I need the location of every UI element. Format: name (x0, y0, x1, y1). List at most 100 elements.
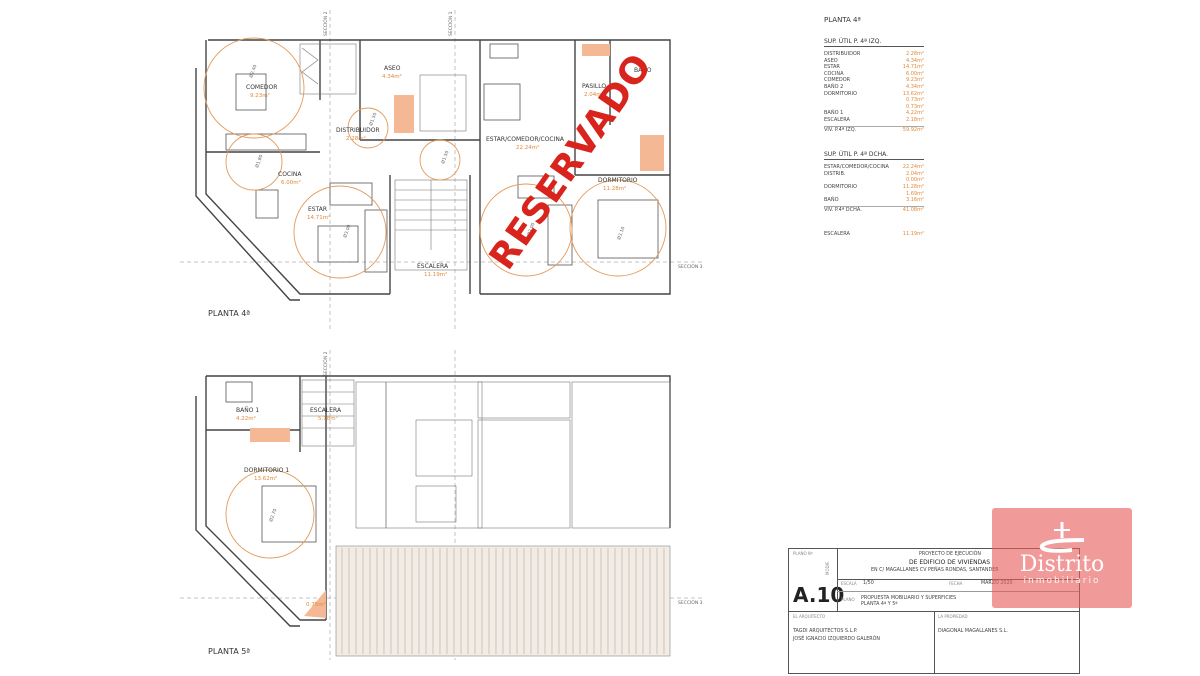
section-2-label: SECCIÓN 2 (322, 11, 329, 36)
closet-fill-corner (304, 590, 326, 618)
closet-fill (394, 95, 414, 133)
room-area: 4.22m² (236, 415, 256, 422)
logo-name: Distrito (1019, 552, 1105, 577)
surface-row-value: 2.04m² (905, 170, 924, 177)
plano-label: PLANO Nº (793, 551, 813, 556)
section-3-label: SECCIÓN 3 (678, 599, 703, 606)
surface-row-value: 2.18m² (905, 116, 924, 123)
surface-row-value: 11.28m² (902, 183, 924, 190)
logo-sub: inmobiliario (1023, 576, 1101, 586)
reservado-watermark: RESERVADO (482, 46, 661, 277)
total-value: 59.92m² (902, 126, 924, 133)
room-area: 6.00m² (281, 179, 301, 186)
surface-row-value: 2.28m² (905, 51, 924, 57)
project-line-3: EN C/ MAGALLANES CV PEÑAS RONDAS, SANTAN… (871, 568, 999, 573)
surface-row-name: DORMITORIO (824, 183, 857, 190)
room-name: ESCALERA (417, 263, 449, 270)
plan-title: PLANTA 5ª (208, 647, 250, 656)
room-area: 22.24m² (516, 144, 539, 151)
surface-row-value: 14.71m² (902, 64, 924, 71)
diameter-label: Ø3.00 (525, 221, 536, 236)
surfaces-title: PLANTA 4ª (824, 16, 861, 24)
floor-plans-drawing: SECCIÓN 2 SECCIÓN 1 SECCIÓN 3 (180, 10, 705, 660)
upper-furniture (225, 43, 659, 273)
modif-label: MODIF. (825, 561, 830, 575)
surface-row: DORMITORIO 11.28m² (824, 184, 924, 191)
closet-fill-lower (250, 428, 290, 442)
room-area: 5.18m² (318, 415, 338, 422)
room-name: ESCALERA (310, 407, 342, 414)
surface-row-value: 3.16m² (905, 197, 924, 204)
plano-desc-label: PLANO (841, 597, 855, 602)
lower-turning-circle (225, 469, 315, 559)
room-name: COMEDOR (246, 84, 277, 91)
surface-row-name: ESTAR/COMEDOR/COCINA (824, 164, 889, 171)
total-label: VIV. P.4ª IZQ. (824, 126, 857, 133)
fecha-label: FECHA (949, 581, 963, 586)
section-2-label: SECCIÓN 2 (322, 351, 329, 376)
room-area: 2.28m² (346, 135, 366, 142)
surface-row-name: ESCALERA (824, 116, 850, 123)
surfaces-panel: PLANTA 4ª SUP. ÚTIL P. 4ª IZQ. DISTRIBUI… (824, 16, 924, 238)
diameter-label: Ø3.00 (341, 223, 352, 238)
surfaces-right-total: VIV. P.4ª DCHA. 41.08m² (824, 205, 924, 214)
propiedad-label: LA PROPIEDAD (938, 614, 968, 619)
closet-fill-2 (640, 135, 664, 171)
closet-fill-3 (582, 44, 610, 56)
arquitecto-label: EL ARQUITECTO (793, 614, 826, 619)
room-area: 14.71m² (307, 214, 330, 221)
diameter-label: Ø1.50 (439, 149, 450, 164)
surfaces-right-header: SUP. ÚTIL P. 4ª DCHA. (824, 151, 924, 161)
room-name: BAÑO (634, 67, 652, 74)
room-area: 0.75m² (306, 601, 326, 608)
plano-desc-2: PLANTA 4ª Y 5ª (861, 602, 898, 607)
surface-row-value: 4.34m² (905, 57, 924, 64)
surface-row: 0.73m² (824, 97, 924, 104)
surface-row-value: 4.34m² (905, 83, 924, 90)
surfaces-left-total: VIV. P.4ª IZQ. 59.92m² (824, 125, 924, 134)
surface-row-name: DISTRIB. (824, 170, 846, 177)
surface-row-value: 4.22m² (905, 110, 924, 117)
surface-row-name: COMEDOR (824, 77, 851, 84)
plan-title: PLANTA 4ª (208, 309, 250, 318)
surfaces-escalera: ESCALERA 11.19m² (824, 231, 924, 238)
surface-row-name: DORMITORIO (824, 90, 857, 97)
room-area: 11.19m² (424, 271, 447, 278)
surface-row: 0.73m² (824, 104, 924, 111)
surface-row-value: 1.69m² (905, 190, 924, 197)
surface-row-value: 0.00m² (905, 177, 924, 184)
diameter-label: Ø1.80 (253, 153, 264, 168)
surfaces-left-header: SUP. ÚTIL P. 4ª IZQ. (824, 38, 924, 47)
surface-row-name: COCINA (824, 70, 844, 77)
room-area: 9.23m² (250, 92, 270, 99)
room-area: 4.34m² (382, 73, 402, 80)
total-label: VIV. P.4ª DCHA. (824, 206, 862, 213)
surface-row-name: BAÑO 2 (824, 83, 844, 90)
surface-row-value: 13.62m² (902, 90, 924, 97)
section-1-label: SECCIÓN 1 (447, 11, 454, 36)
escalera-value: 11.19m² (902, 231, 924, 238)
room-name: COCINA (278, 171, 302, 178)
terrace-hatch-lines (341, 548, 665, 654)
room-name: DISTRIBUIDOR (336, 127, 380, 134)
surface-row: 1.69m² (824, 191, 924, 198)
plano-number: A.10 (793, 583, 845, 607)
escala-label: ESCALA (841, 581, 857, 586)
distrito-logo: Distrito inmobiliario (992, 508, 1132, 608)
surface-row: BAÑO 2 4.34m² (824, 84, 924, 91)
room-name: ESTAR/COMEDOR/COCINA (486, 136, 565, 143)
surface-row-value: 0.73m² (905, 103, 924, 110)
plano-desc-1: PROPUESTA MOBILIARIO Y SUPERFICIES (861, 596, 957, 601)
propiedad-value: DIAGONAL MAGALLANES S.L. (938, 629, 1008, 634)
room-name: ESTAR (308, 206, 327, 213)
project-line-1: PROYECTO DE EJECUCIÓN (919, 552, 981, 557)
surface-row: DISTRIB. 2.04m² (824, 171, 924, 178)
